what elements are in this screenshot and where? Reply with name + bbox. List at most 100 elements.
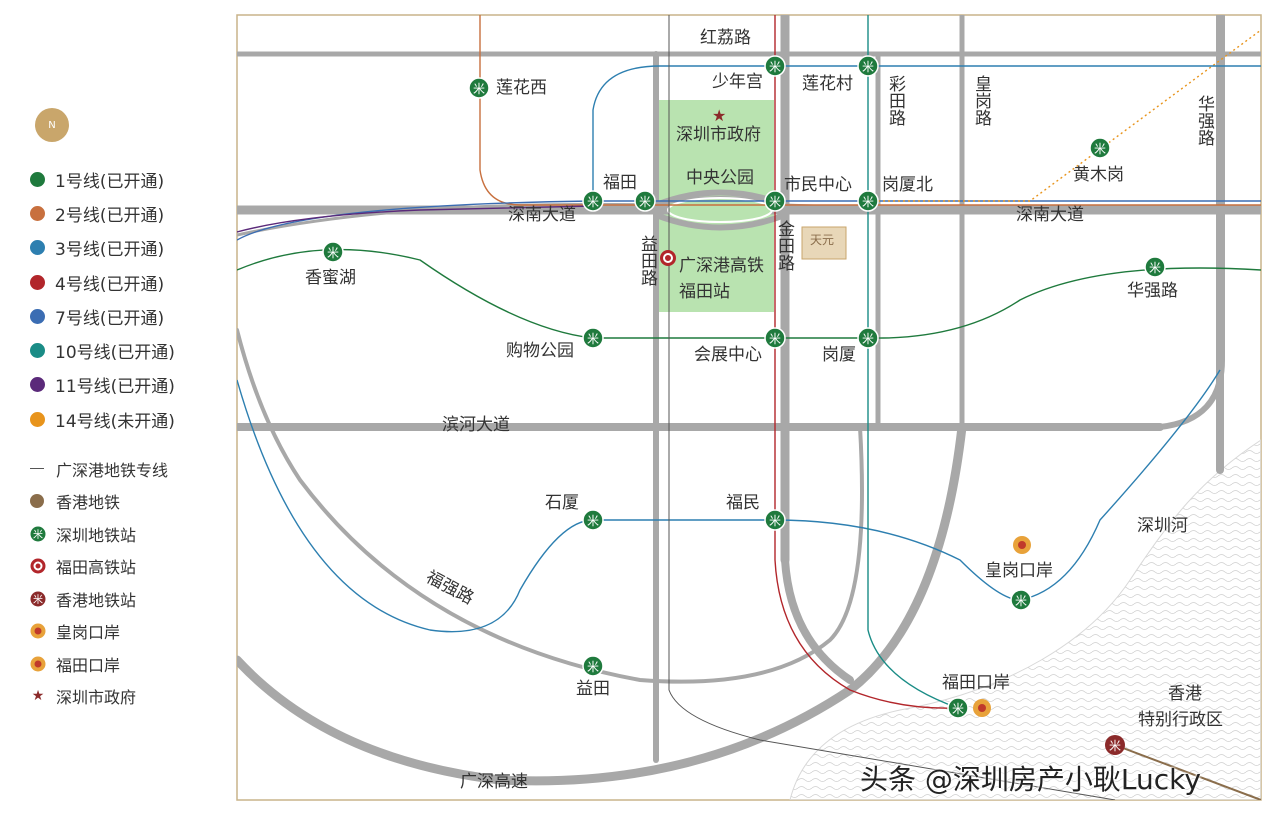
svg-text:米: 米 [769,195,781,209]
metro-station-icon[interactable]: 米 [764,509,786,531]
legend-symbol-label: 香港地铁站 [56,590,137,610]
station-huizhanzhongxin: 会展中心 [694,345,762,365]
legend-line-label: 14号线(未开通) [55,411,175,432]
legend-line-label: 1号线(已开通) [55,171,165,192]
hk-metro-line [1114,744,1261,800]
line-11 [237,205,594,233]
station-futiankouan: 福田口岸 [942,673,1010,693]
legend-symbol-label: 皇岗口岸 [56,623,121,643]
dash-line-icon [30,468,44,470]
legend-line-item: 14号线(未开通) [30,402,230,436]
station-fumin: 福民 [726,493,760,513]
compass-icon: N [35,108,69,142]
place-central-park: 中央公园 [686,168,754,188]
futian-hsr-icon[interactable] [660,250,676,266]
station-huangmugang: 黄木岗 [1073,165,1124,185]
legend-symbol-item: 福田口岸 [30,647,230,680]
metro-station-icon[interactable]: 米 [764,327,786,349]
line-color-icon [30,240,45,256]
place-gov: 深圳市政府 [676,125,761,145]
road-shennan-west: 深南大道 [508,205,576,225]
svg-text:米: 米 [587,195,599,209]
port-icon [30,656,46,672]
metro-station-icon[interactable]: 米 [764,55,786,77]
place-hsr-line2: 福田站 [679,282,730,302]
place-hk-line2: 特别行政区 [1138,710,1223,730]
legend-line-label: 11号线(已开通) [55,377,175,398]
station-shixia: 石厦 [545,493,579,513]
legend-symbol-item: 米深圳地铁站 [30,517,230,550]
line-2 [479,15,1261,206]
road-guangshen: 广深高速 [460,772,528,792]
project-badge-icon[interactable] [801,226,847,260]
port-icon [30,623,46,639]
road-jintian: 金田路 [774,220,794,271]
line-color-icon [30,274,45,290]
svg-text:米: 米 [862,195,874,209]
gov-star-icon: ★ [712,106,726,125]
huanggang-port-icon[interactable] [1013,536,1031,554]
legend-symbol-item: 皇岗口岸 [30,615,230,648]
shenzhen-river [789,439,1261,800]
metro-station-icon[interactable]: 米 [582,327,604,349]
metro-station-icon[interactable]: 米 [582,509,604,531]
station-shiminzhongxin: 市民中心 [784,175,852,195]
hk-express-line [668,15,1116,800]
legend-symbol-item: 广深港地铁专线 [30,452,230,485]
star-icon: ★ [31,688,45,705]
svg-text:米: 米 [769,332,781,346]
metro-station-icon[interactable]: 米 [582,655,604,677]
futian-port-icon[interactable] [973,699,991,717]
metro-station-icon[interactable]: 米 [857,327,879,349]
line-color-icon [30,377,45,393]
metro-station-icon[interactable]: 米 [468,77,490,99]
station-xiangmihu: 香蜜湖 [305,268,356,288]
legend: N 1号线(已开通)2号线(已开通)3号线(已开通)4号线(已开通)7号线(已开… [30,108,230,712]
svg-text:米: 米 [769,514,781,528]
svg-text:米: 米 [1149,261,1161,275]
legend-line-item: 7号线(已开通) [30,299,230,333]
svg-text:米: 米 [33,528,43,541]
metro-station-icon[interactable]: 米 [634,190,656,212]
svg-text:米: 米 [952,702,964,716]
legend-symbol-label: 福田口岸 [56,655,121,675]
metro-station-icon[interactable]: 米 [764,190,786,212]
hk-metro-station-icon[interactable]: 米 [1105,735,1125,755]
road-caitian: 彩田路 [885,75,905,126]
legend-symbol-item: 米香港地铁站 [30,582,230,615]
legend-line-item: 10号线(已开通) [30,333,230,367]
brown-dot-icon [30,494,44,509]
line-10 [867,15,959,709]
place-hk-line1: 香港 [1168,684,1202,704]
project-label: 天元 [810,233,835,247]
line-3 [237,369,1221,633]
legend-symbol-item: ★深圳市政府 [30,680,230,713]
station-gangxia: 岗厦 [822,345,856,365]
road-shennan-east: 深南大道 [1016,205,1084,225]
metro-station-icon[interactable]: 米 [947,697,969,719]
legend-line-label: 7号线(已开通) [55,308,165,329]
legend-line-label: 2号线(已开通) [55,205,165,226]
svg-text:米: 米 [862,60,874,74]
hk-metro-icon: 米 [30,591,46,607]
metro-station-icon[interactable]: 米 [1010,589,1032,611]
svg-text:米: 米 [587,660,599,674]
station-lianhuacun: 莲花村 [802,74,853,94]
place-shenzhen-river: 深圳河 [1137,516,1188,536]
metro-station-icon[interactable]: 米 [1089,137,1111,159]
line-4 [774,15,959,709]
station-futian: 福田 [603,173,637,193]
svg-text:米: 米 [769,60,781,74]
legend-line-item: 11号线(已开通) [30,368,230,402]
metro-station-icon[interactable]: 米 [1144,256,1166,278]
metro-station-icon[interactable]: 米 [857,55,879,77]
legend-line-item: 1号线(已开通) [30,162,230,196]
metro-station-icon[interactable]: 米 [582,190,604,212]
svg-text:米: 米 [327,246,339,260]
place-huanggang-port: 皇岗口岸 [985,561,1053,581]
metro-station-icon[interactable]: 米 [322,241,344,263]
road-huanggang: 皇岗路 [971,75,991,126]
station-gouwugongyuan: 购物公园 [506,341,574,361]
svg-text:米: 米 [587,514,599,528]
metro-station-icon[interactable]: 米 [857,190,879,212]
